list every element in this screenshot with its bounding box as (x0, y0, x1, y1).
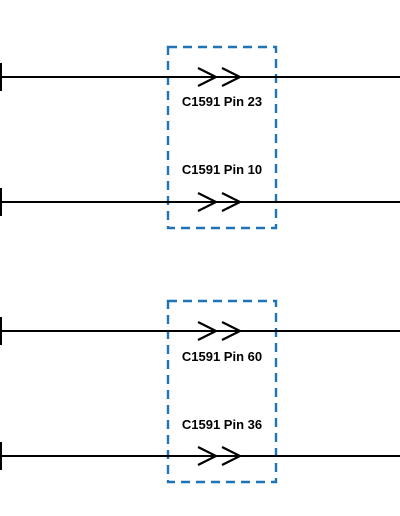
label-background (172, 347, 272, 365)
connector-chevron-icon (197, 67, 243, 87)
label-background (172, 92, 272, 110)
wire-pin-60: C1591 Pin 60 (0, 317, 400, 365)
wire-pin-10: C1591 Pin 10 (0, 160, 400, 216)
label-background (172, 415, 272, 433)
pin-label: C1591 Pin 10 (182, 162, 262, 177)
connector-group-1: C1591 Pin 23 C1591 Pin 10 (0, 45, 400, 230)
pin-label: C1591 Pin 23 (182, 94, 262, 109)
connector-group-2: C1591 Pin 60 C1591 Pin 36 (0, 299, 400, 484)
connector-box (166, 45, 278, 230)
wire-pin-23: C1591 Pin 23 (0, 63, 400, 110)
pin-label: C1591 Pin 60 (182, 349, 262, 364)
connector-chevron-icon (197, 446, 243, 466)
connector-chevron-icon (197, 192, 243, 212)
connector-chevron-icon (197, 321, 243, 341)
label-background (172, 160, 272, 178)
pin-label: C1591 Pin 36 (182, 417, 262, 432)
connector-box (166, 299, 278, 484)
wire-pin-36: C1591 Pin 36 (0, 415, 400, 470)
